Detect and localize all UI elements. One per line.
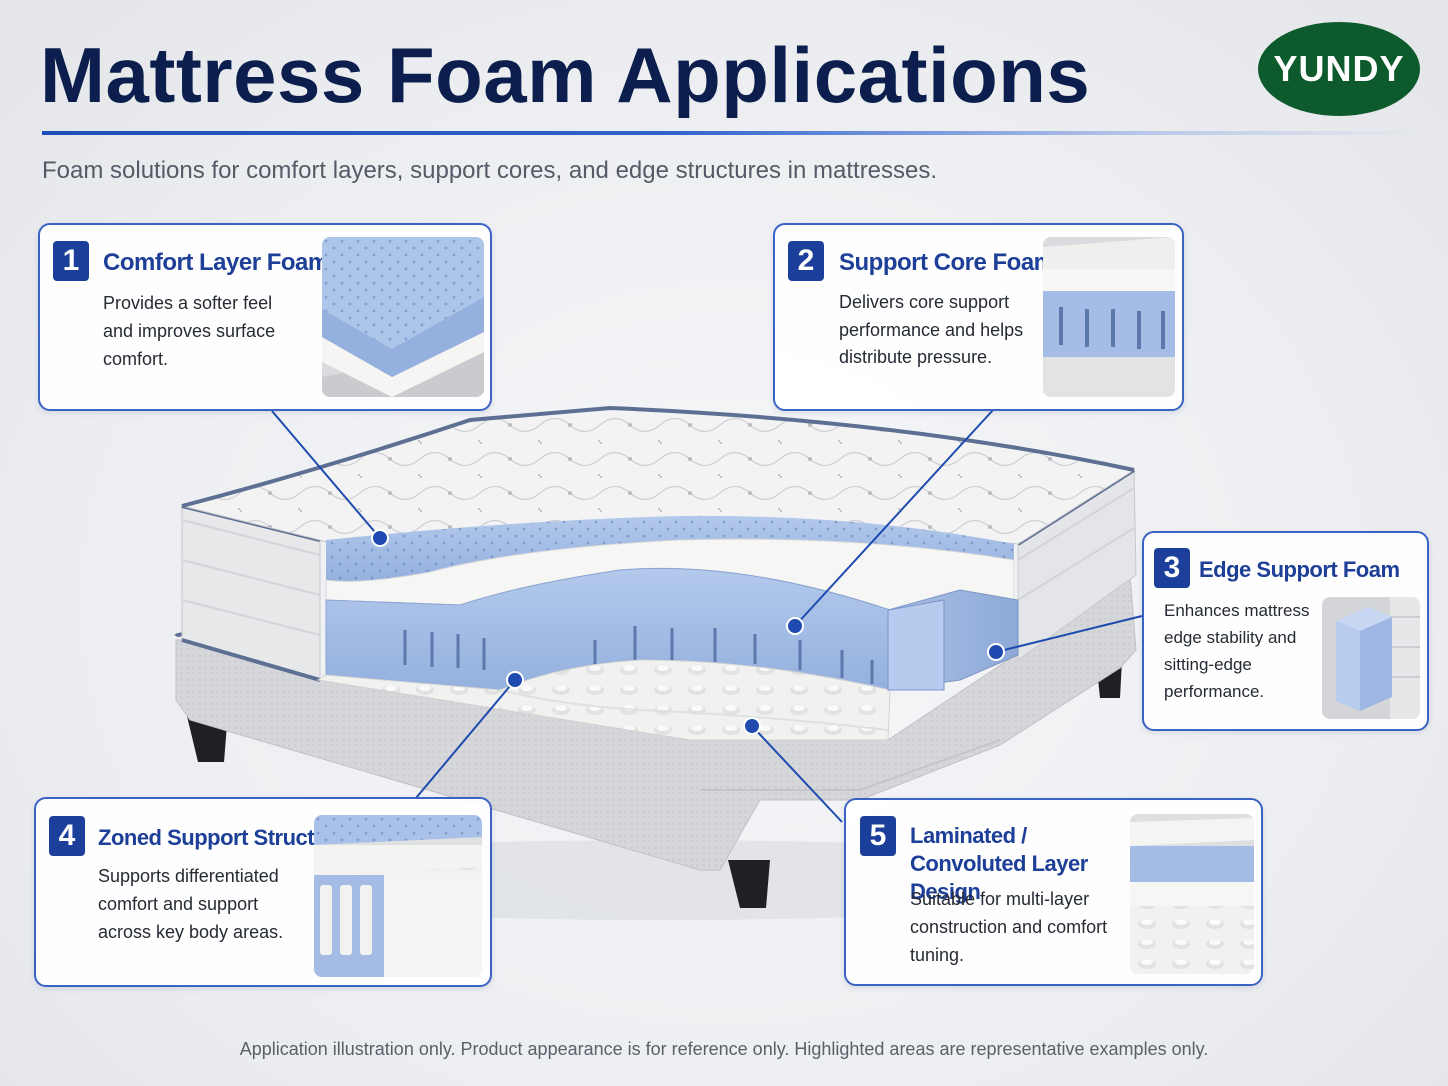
comfort-foam-thumbnail <box>322 237 484 397</box>
callout-title: Support Core Foam <box>839 249 1055 276</box>
zoned-support-thumbnail <box>314 815 482 977</box>
callout-title: Edge Support Foam <box>1199 557 1400 582</box>
callout-zoned-support: 4 Zoned Support Structure Supports diffe… <box>34 797 492 987</box>
callout-number: 5 <box>860 816 896 856</box>
callout-title: Comfort Layer Foam <box>103 249 329 276</box>
callout-description: Suitable for multi-layer construction an… <box>910 889 1108 965</box>
page-subtitle: Foam solutions for comfort layers, suppo… <box>42 157 938 184</box>
callout-number: 4 <box>49 816 85 856</box>
callout-number: 3 <box>1154 548 1190 588</box>
callout-support-core: 2 Support Core Foam Delivers core suppor… <box>773 223 1184 411</box>
support-core-thumbnail <box>1043 237 1175 397</box>
callout-description: Delivers core support performance and he… <box>839 292 1024 367</box>
laminated-layer-thumbnail <box>1130 814 1254 974</box>
callout-number: 2 <box>788 241 824 281</box>
edge-support-thumbnail <box>1322 597 1420 719</box>
callout-comfort-layer: 1 Comfort Layer Foam Provides a softer f… <box>38 223 492 411</box>
callout-title: Zoned Support Structure <box>98 825 347 850</box>
callout-number: 1 <box>53 241 89 281</box>
callout-title: Laminated / Convoluted Layer Design <box>910 823 1088 904</box>
callout-edge-support: 3 Edge Support Foam Enhances mattress ed… <box>1142 531 1429 731</box>
title-underline <box>42 131 1422 135</box>
callout-description: Supports differentiated comfort and supp… <box>98 866 284 942</box>
page-title: Mattress Foam Applications <box>40 31 1091 119</box>
callout-description: Enhances mattress edge stability and sit… <box>1164 601 1310 701</box>
callout-laminated-convoluted: 5 Laminated / Convoluted Layer Design Su… <box>844 798 1263 986</box>
disclaimer-footnote: Application illustration only. Product a… <box>239 1039 1209 1059</box>
callout-description: Provides a softer feel and improves surf… <box>103 293 276 369</box>
brand-logo: YUNDY <box>1258 22 1420 116</box>
